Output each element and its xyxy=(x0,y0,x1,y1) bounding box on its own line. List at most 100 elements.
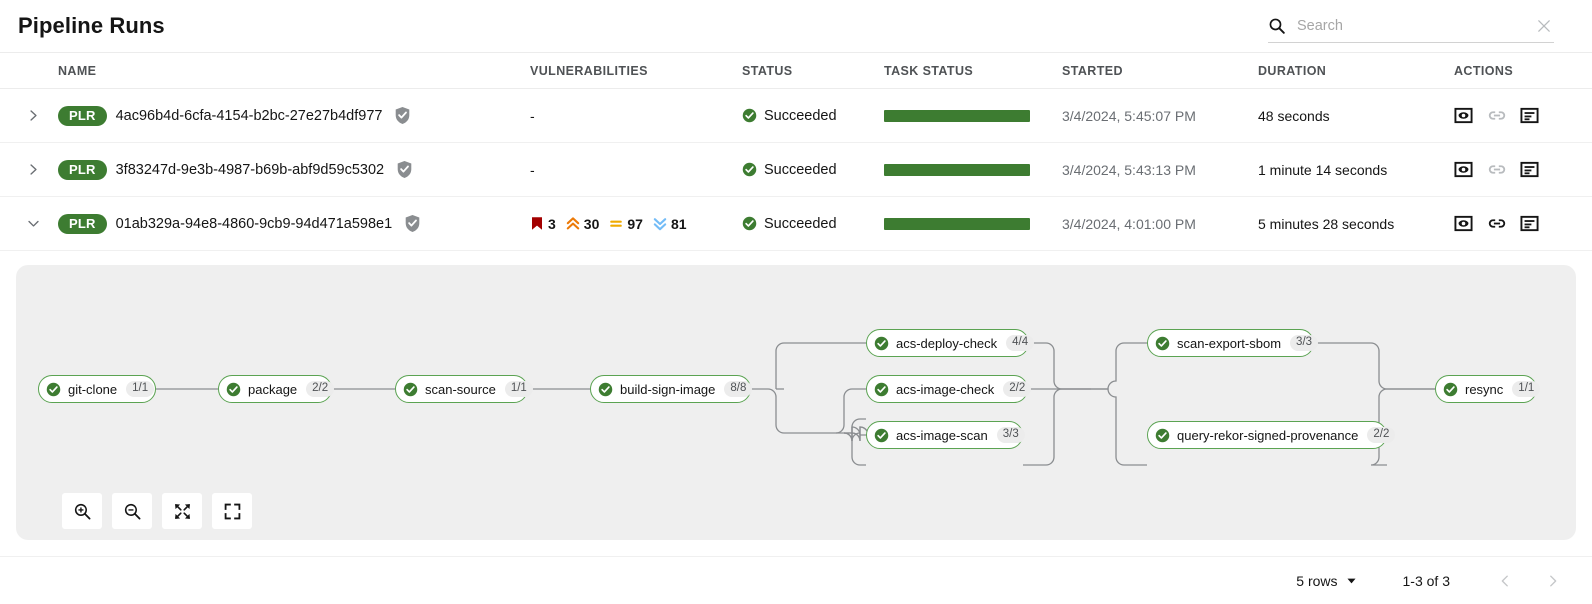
graph-node-acs-image-check[interactable]: acs-image-check 2/2 xyxy=(866,375,1032,403)
table-header-row: NAME VULNERABILITIES STATUS TASK STATUS … xyxy=(0,52,1592,89)
severity-important-icon xyxy=(566,216,580,231)
vulnerabilities-empty: - xyxy=(530,161,535,178)
link-icon[interactable] xyxy=(1487,106,1506,125)
run-name-link[interactable]: 01ab329a-94e8-4860-9cb9-94d471a598e1 xyxy=(115,215,393,232)
graph-node-label: scan-export-sbom xyxy=(1177,335,1282,351)
task-status-bar[interactable] xyxy=(884,217,1030,230)
check-circle-icon xyxy=(1155,428,1170,443)
graph-node-query-rekor-signed-provenance[interactable]: query-rekor-signed-provenance 2/2 xyxy=(1147,421,1396,449)
row-duration-cell: 1 minute 14 seconds xyxy=(1258,142,1454,197)
vulnerabilities-empty: - xyxy=(530,107,535,124)
expand-arrows-icon[interactable] xyxy=(162,493,202,529)
severity-low-icon xyxy=(653,216,667,231)
output-icon[interactable] xyxy=(1520,106,1539,125)
row-task-status-cell xyxy=(884,196,1062,251)
task-status-bar[interactable] xyxy=(884,163,1030,176)
shield-check-icon xyxy=(404,214,421,233)
row-toggle-cell xyxy=(0,88,58,143)
check-circle-icon xyxy=(742,162,757,177)
search-box[interactable] xyxy=(1268,10,1554,43)
check-circle-icon xyxy=(1443,382,1458,397)
column-header-vulnerabilities[interactable]: VULNERABILITIES xyxy=(530,52,742,89)
graph-node-count: 2/2 xyxy=(1367,427,1396,443)
row-duration-cell: 5 minutes 28 seconds xyxy=(1258,196,1454,251)
chevron-down-icon[interactable] xyxy=(20,211,46,237)
graph-node-git-clone[interactable]: git-clone 1/1 xyxy=(38,375,156,403)
vulnerability-moderate[interactable]: 97 xyxy=(609,216,643,232)
plr-badge: PLR xyxy=(58,159,107,180)
close-icon[interactable] xyxy=(1534,16,1554,36)
row-name-cell: PLR 01ab329a-94e8-4860-9cb9-94d471a598e1 xyxy=(58,196,530,251)
severity-critical-icon xyxy=(530,216,544,231)
row-status-cell: Succeeded xyxy=(742,88,884,143)
chevron-right-icon[interactable] xyxy=(20,157,46,183)
column-header-duration[interactable]: DURATION xyxy=(1258,52,1454,89)
table-body: PLR 4ac96b4d-6cfa-4154-b2bc-27e27b4df977… xyxy=(0,88,1592,251)
output-icon[interactable] xyxy=(1520,160,1539,179)
chevron-left-icon[interactable] xyxy=(1492,568,1518,594)
check-circle-icon xyxy=(46,382,61,397)
column-header-name[interactable]: NAME xyxy=(58,52,530,89)
check-circle-icon xyxy=(874,382,889,397)
graph-node-acs-image-scan[interactable]: acs-image-scan 3/3 xyxy=(866,421,1025,449)
table-row: PLR 4ac96b4d-6cfa-4154-b2bc-27e27b4df977… xyxy=(0,88,1592,143)
graph-node-label: acs-deploy-check xyxy=(896,335,998,351)
check-circle-icon xyxy=(1155,336,1170,351)
row-started-cell: 3/4/2024, 4:01:00 PM xyxy=(1062,196,1258,251)
duration-text: 5 minutes 28 seconds xyxy=(1258,215,1395,232)
row-name-cell: PLR 4ac96b4d-6cfa-4154-b2bc-27e27b4df977 xyxy=(58,88,530,143)
search-input[interactable] xyxy=(1297,13,1534,39)
column-header-toggle xyxy=(0,52,58,89)
view-logs-icon[interactable] xyxy=(1454,106,1473,125)
pipeline-graph-panel[interactable]: git-clone 1/1 package 2/2 scan-source 1/… xyxy=(16,265,1576,540)
caret-down-icon xyxy=(1346,573,1357,589)
graph-node-count: 4/4 xyxy=(1006,335,1035,351)
graph-node-package[interactable]: package 2/2 xyxy=(218,375,335,403)
zoom-in-icon[interactable] xyxy=(62,493,102,529)
row-status-cell: Succeeded xyxy=(742,196,884,251)
graph-node-build-sign-image[interactable]: build-sign-image 8/8 xyxy=(590,375,753,403)
pipeline-graph-edges xyxy=(156,342,1435,466)
output-icon[interactable] xyxy=(1520,214,1539,233)
row-vulnerabilities-cell: 3 30 xyxy=(530,196,742,251)
fullscreen-icon[interactable] xyxy=(212,493,252,529)
check-circle-icon xyxy=(598,382,613,397)
graph-node-label: scan-source xyxy=(425,381,496,397)
view-logs-icon[interactable] xyxy=(1454,160,1473,179)
link-icon[interactable] xyxy=(1487,214,1506,233)
check-circle-icon xyxy=(742,108,757,123)
vulnerability-critical[interactable]: 3 xyxy=(530,216,556,232)
graph-node-scan-source[interactable]: scan-source 1/1 xyxy=(395,375,533,403)
column-header-task-status[interactable]: TASK STATUS xyxy=(884,52,1062,89)
graph-node-label: resync xyxy=(1465,381,1504,397)
chevron-right-icon[interactable] xyxy=(20,103,46,129)
run-name-link[interactable]: 4ac96b4d-6cfa-4154-b2bc-27e27b4df977 xyxy=(115,107,383,124)
row-actions-cell xyxy=(1454,142,1592,197)
graph-node-resync[interactable]: resync 1/1 xyxy=(1435,375,1541,403)
row-status-cell: Succeeded xyxy=(742,142,884,197)
run-name-link[interactable]: 3f83247d-9e3b-4987-b69b-abf9d59c5302 xyxy=(115,161,385,178)
column-header-started[interactable]: STARTED xyxy=(1062,52,1258,89)
rows-per-page-select[interactable]: 5 rows xyxy=(1296,573,1356,589)
column-header-status[interactable]: STATUS xyxy=(742,52,884,89)
graph-node-count: 8/8 xyxy=(724,381,753,397)
view-logs-icon[interactable] xyxy=(1454,214,1473,233)
chevron-right-icon[interactable] xyxy=(1540,568,1566,594)
task-status-bar[interactable] xyxy=(884,109,1030,122)
graph-controls xyxy=(62,493,252,529)
zoom-out-icon[interactable] xyxy=(112,493,152,529)
row-name-cell: PLR 3f83247d-9e3b-4987-b69b-abf9d59c5302 xyxy=(58,142,530,197)
graph-node-scan-export-sbom[interactable]: scan-export-sbom 3/3 xyxy=(1147,329,1319,357)
vulnerability-important[interactable]: 30 xyxy=(566,216,599,232)
link-icon[interactable] xyxy=(1487,160,1506,179)
vulnerability-low[interactable]: 81 xyxy=(653,216,687,232)
graph-node-acs-deploy-check[interactable]: acs-deploy-check 4/4 xyxy=(866,329,1035,357)
status-text: Succeeded xyxy=(764,107,837,124)
vulnerability-summary: 3 30 xyxy=(530,216,742,232)
vulnerability-count: 3 xyxy=(548,215,556,232)
started-timestamp: 3/4/2024, 4:01:00 PM xyxy=(1062,215,1196,232)
graph-node-label: package xyxy=(248,381,298,397)
row-started-cell: 3/4/2024, 5:45:07 PM xyxy=(1062,88,1258,143)
search-icon xyxy=(1268,17,1286,35)
shield-check-icon xyxy=(394,106,411,125)
